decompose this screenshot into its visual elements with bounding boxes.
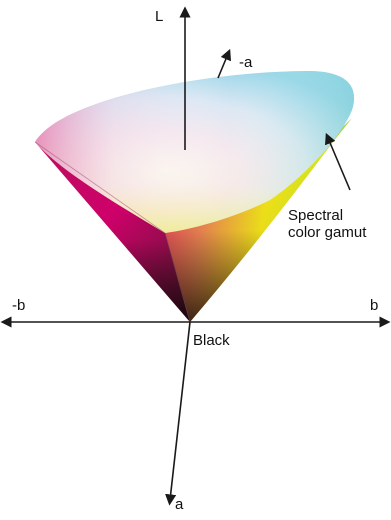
a-axis-label: a [175, 496, 184, 513]
neg-b-axis-label: -b [12, 297, 26, 314]
neg-a-axis-arrow [217, 48, 232, 79]
spectral-gamut-label-line1: Spectral [288, 207, 344, 224]
l-axis-label: L [155, 8, 164, 25]
solid-top-surface-yellow [35, 70, 355, 233]
origin-black-label: Black [193, 332, 230, 349]
solid-edge-left [34, 141, 166, 234]
a-axis-line [165, 321, 191, 506]
solid-left-face-shade [35, 142, 190, 322]
spectral-gamut-pointer [325, 132, 351, 191]
neg-a-axis-label: -a [239, 54, 253, 71]
solid-edge-front [164, 232, 191, 323]
b-axis-label: b [370, 297, 379, 314]
spectral-gamut-label: Spectral color gamut [288, 207, 366, 241]
color-gamut-solid [34, 70, 355, 323]
axes [0, 6, 391, 506]
spectral-gamut-label-line2: color gamut [288, 224, 367, 241]
